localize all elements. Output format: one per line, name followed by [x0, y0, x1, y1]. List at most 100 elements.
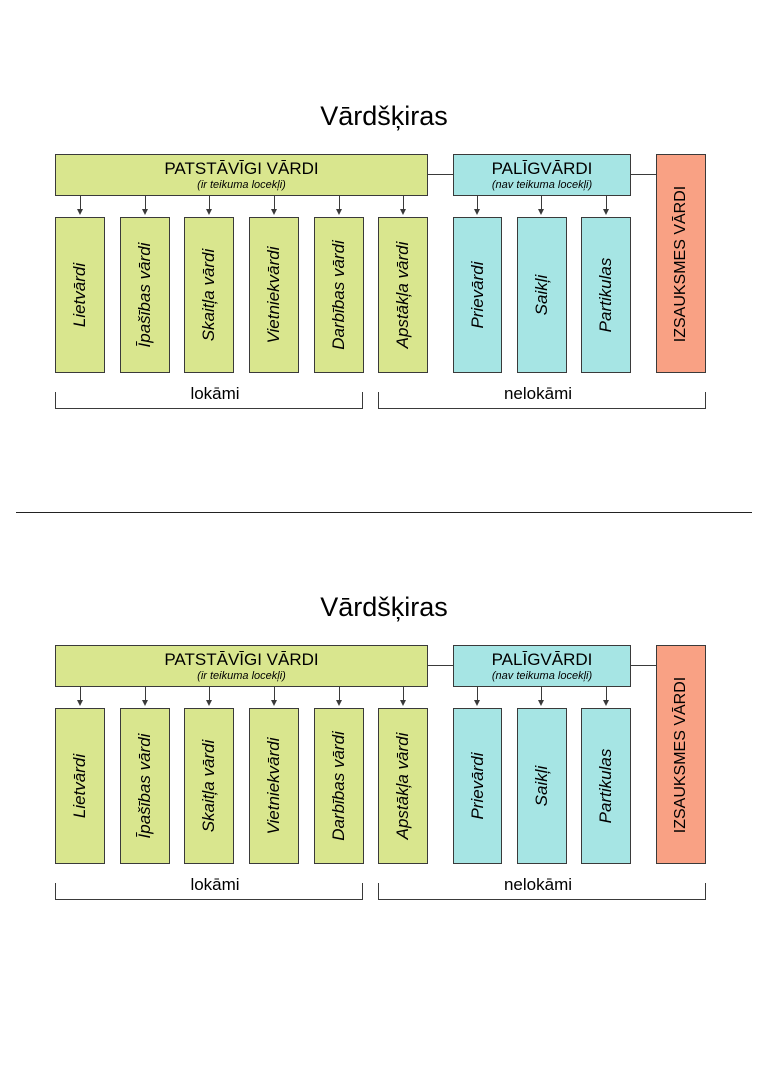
- arrow-line: [145, 687, 146, 700]
- arrow-head: [336, 209, 342, 215]
- uninflected-label: nelokāmi: [499, 875, 577, 895]
- arrow-line: [606, 196, 607, 209]
- uninflected-bracket: [378, 883, 706, 900]
- word-class-box: Lietvārdi: [55, 708, 105, 864]
- word-class-box: Prievārdi: [453, 217, 502, 373]
- arrow-line: [541, 687, 542, 700]
- arrow-head: [538, 700, 544, 706]
- word-class-label: Vietniekvārdi: [264, 246, 283, 344]
- arrow-line: [477, 687, 478, 700]
- word-class-box: Lietvārdi: [55, 217, 105, 373]
- word-class-label: Darbības vārdi: [329, 240, 348, 350]
- word-classes-diagram-1: Vārdšķiras PATSTĀVĪGI VĀRDI (ir teikuma …: [0, 98, 768, 578]
- arrow-line: [145, 196, 146, 209]
- uninflected-bracket: [378, 392, 706, 409]
- arrow-head: [77, 209, 83, 215]
- arrow-line: [541, 196, 542, 209]
- independent-words-box: PATSTĀVĪGI VĀRDI (ir teikuma locekļi): [55, 645, 428, 687]
- independent-words-label: PATSTĀVĪGI VĀRDI: [164, 650, 319, 669]
- arrow-head: [603, 209, 609, 215]
- auxiliary-words-label: PALĪGVĀRDI: [491, 159, 593, 178]
- inflected-label: lokāmi: [186, 875, 244, 895]
- independent-words-sublabel: (ir teikuma locekļi): [197, 670, 286, 682]
- connector-line: [428, 665, 453, 666]
- inflected-bracket: [55, 392, 363, 409]
- arrow-line: [274, 196, 275, 209]
- diagram-title: Vārdšķiras: [320, 101, 448, 131]
- word-class-box: Prievārdi: [453, 708, 502, 864]
- word-class-label: Saikļi: [532, 274, 551, 316]
- connector-line: [631, 174, 656, 175]
- page-divider: [16, 512, 752, 513]
- word-class-box: Īpašības vārdi: [120, 217, 170, 373]
- word-class-label: Saikļi: [532, 765, 551, 807]
- independent-words-box: PATSTĀVĪGI VĀRDI (ir teikuma locekļi): [55, 154, 428, 196]
- arrow-line: [209, 687, 210, 700]
- arrow-head: [400, 700, 406, 706]
- word-class-box: Darbības vārdi: [314, 217, 364, 373]
- word-class-label: Apstākļa vārdi: [393, 241, 412, 349]
- word-class-label: Prievārdi: [467, 261, 487, 329]
- word-class-label: Īpašības vārdi: [135, 242, 154, 348]
- connector-line: [631, 665, 656, 666]
- word-class-label: Partikulas: [596, 257, 615, 333]
- auxiliary-words-label: PALĪGVĀRDI: [491, 650, 593, 669]
- word-class-box: Vietniekvārdi: [249, 708, 299, 864]
- arrow-line: [403, 687, 404, 700]
- word-class-box: Apstākļa vārdi: [378, 217, 428, 373]
- arrow-line: [209, 196, 210, 209]
- connector-line: [428, 174, 453, 175]
- word-class-label: Apstākļa vārdi: [393, 732, 412, 840]
- word-class-box: Saikļi: [517, 217, 567, 373]
- arrow-line: [339, 687, 340, 700]
- auxiliary-words-sublabel: (nav teikuma locekļi): [491, 179, 593, 191]
- word-class-label: Īpašības vārdi: [135, 733, 154, 839]
- word-class-label: Darbības vārdi: [329, 731, 348, 841]
- word-class-label: Prievārdi: [467, 752, 487, 820]
- word-class-box: Vietniekvārdi: [249, 217, 299, 373]
- word-class-label: Skaitļa vārdi: [199, 739, 218, 833]
- word-class-label: Lietvārdi: [70, 262, 89, 328]
- arrow-head: [400, 209, 406, 215]
- independent-words-label: PATSTĀVĪGI VĀRDI: [164, 159, 319, 178]
- arrow-head: [271, 700, 277, 706]
- arrow-line: [80, 687, 81, 700]
- arrow-line: [403, 196, 404, 209]
- interjections-box: IZSAUKSMES VĀRDI: [656, 154, 706, 373]
- word-class-box: Partikulas: [581, 708, 631, 864]
- arrow-head: [474, 209, 480, 215]
- arrow-line: [274, 687, 275, 700]
- arrow-head: [336, 700, 342, 706]
- arrow-head: [474, 700, 480, 706]
- word-class-label: Lietvārdi: [70, 753, 89, 819]
- arrow-head: [206, 700, 212, 706]
- word-class-box: Darbības vārdi: [314, 708, 364, 864]
- arrow-line: [80, 196, 81, 209]
- arrow-head: [206, 209, 212, 215]
- interjections-label: IZSAUKSMES VĀRDI: [672, 185, 689, 342]
- auxiliary-words-sublabel: (nav teikuma locekļi): [491, 670, 593, 682]
- arrow-head: [77, 700, 83, 706]
- arrow-head: [603, 700, 609, 706]
- interjections-box: IZSAUKSMES VĀRDI: [656, 645, 706, 864]
- word-class-label: Skaitļa vārdi: [199, 248, 218, 342]
- word-class-box: Partikulas: [581, 217, 631, 373]
- inflected-label: lokāmi: [186, 384, 244, 404]
- word-class-box: Apstākļa vārdi: [378, 708, 428, 864]
- uninflected-label: nelokāmi: [499, 384, 577, 404]
- word-class-box: Skaitļa vārdi: [184, 217, 234, 373]
- interjections-label: IZSAUKSMES VĀRDI: [672, 676, 689, 833]
- arrow-head: [142, 700, 148, 706]
- arrow-head: [142, 209, 148, 215]
- word-class-box: Saikļi: [517, 708, 567, 864]
- word-class-box: Īpašības vārdi: [120, 708, 170, 864]
- arrow-line: [606, 687, 607, 700]
- word-class-label: Partikulas: [596, 748, 615, 824]
- arrow-head: [271, 209, 277, 215]
- auxiliary-words-box: PALĪGVĀRDI (nav teikuma locekļi): [453, 645, 631, 687]
- word-classes-diagram-2: Vārdšķiras PATSTĀVĪGI VĀRDI (ir teikuma …: [0, 589, 768, 1069]
- word-class-box: Skaitļa vārdi: [184, 708, 234, 864]
- diagram-title: Vārdšķiras: [320, 592, 448, 622]
- independent-words-sublabel: (ir teikuma locekļi): [197, 179, 286, 191]
- arrow-line: [477, 196, 478, 209]
